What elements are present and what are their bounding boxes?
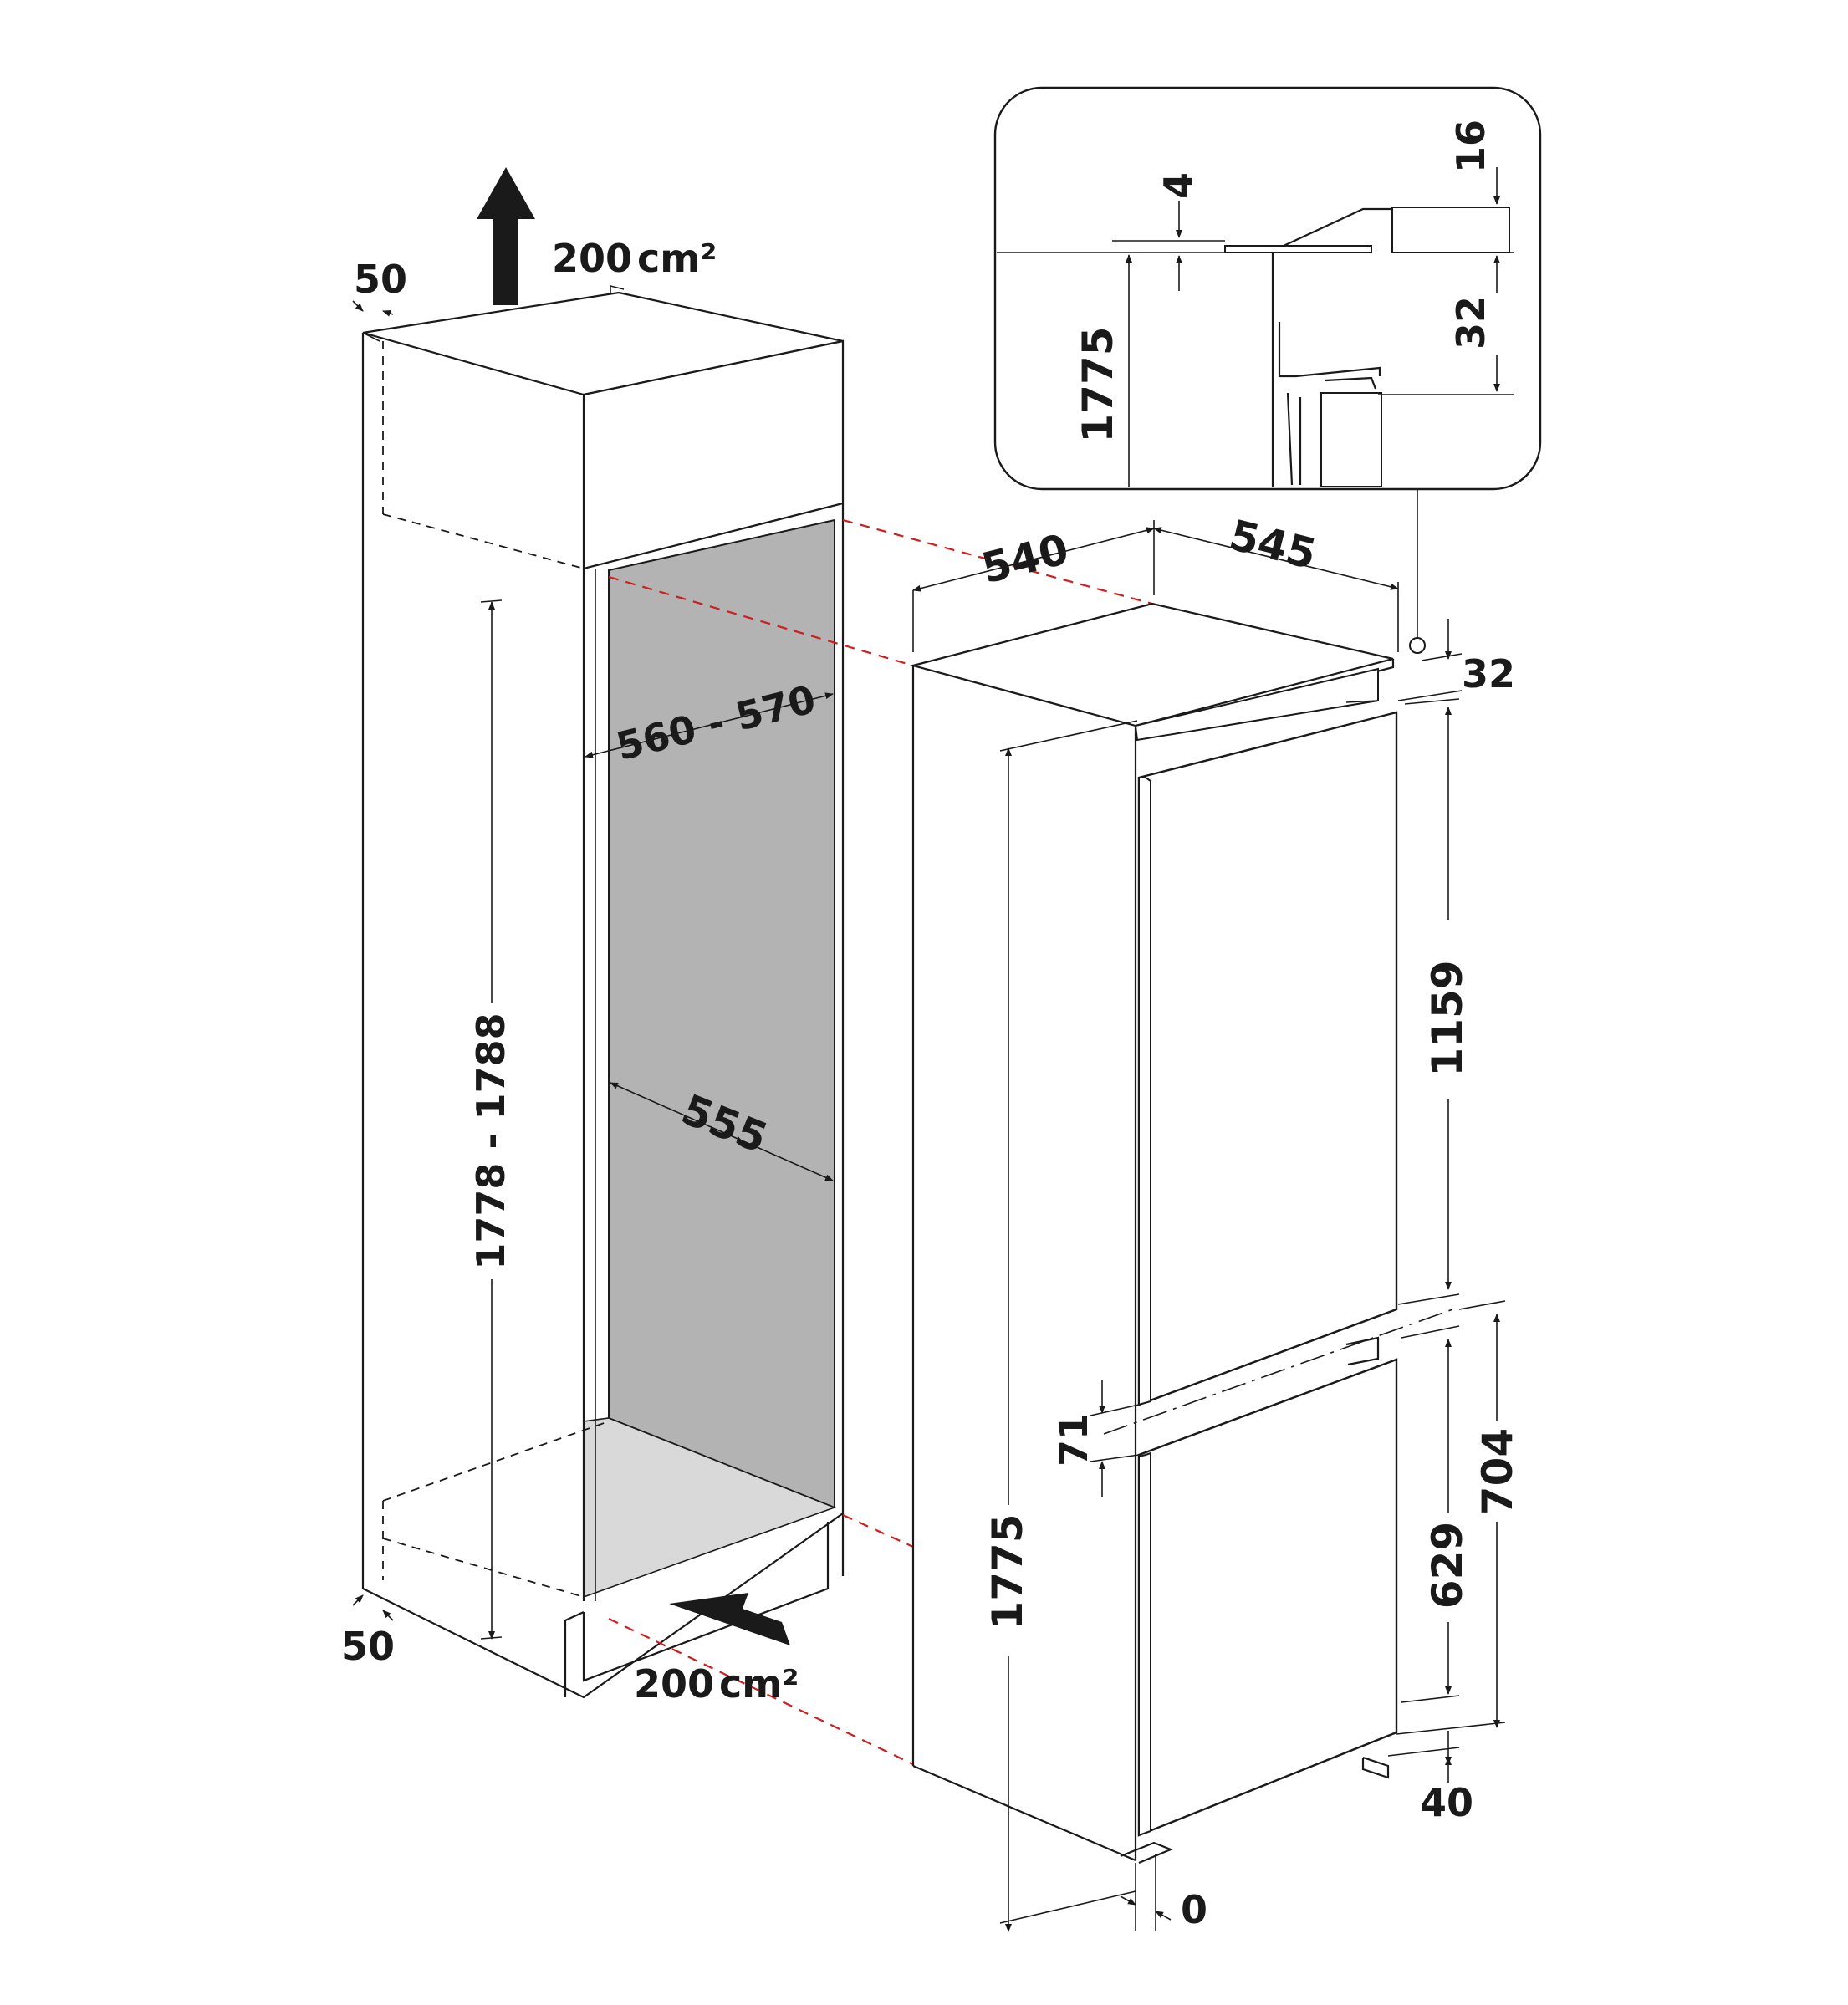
appliance	[909, 602, 1456, 1865]
detail-gap-vertical-label: 32	[1448, 296, 1493, 349]
cabinet-niche	[361, 167, 845, 1699]
top-ventilation-unit: cm²	[637, 236, 717, 281]
bottom-ventilation-value: 200	[634, 1661, 714, 1707]
appliance-width-label: 540	[977, 525, 1073, 594]
niche-height-label: 1778 - 1788	[468, 1013, 513, 1269]
top-ventilation-value: 200	[552, 236, 632, 281]
niche-back-wall	[608, 518, 835, 1509]
niche-top-offset-label: 50	[354, 257, 407, 302]
floor-gap-label: 0	[1181, 1887, 1207, 1932]
detail-frame	[993, 86, 1542, 491]
bottom-ventilation-unit: cm²	[719, 1661, 799, 1707]
lower-section-height-label: 704	[1473, 1428, 1522, 1515]
detail-callout: 1775 4 16 32	[993, 86, 1542, 654]
door-gap-label: 71	[1051, 1413, 1096, 1467]
appliance-top-gap-label: 32	[1462, 651, 1515, 696]
appliance-dimensions: 540 545 32 1775 1159 71 629 704	[912, 511, 1523, 1932]
arrow-diagonal-icon	[669, 1593, 790, 1645]
lower-door-height-label: 629	[1423, 1522, 1472, 1609]
upper-door-height-label: 1159	[1423, 960, 1472, 1076]
detail-gap-small-label: 4	[1156, 172, 1201, 199]
arrow-up-icon	[477, 167, 535, 305]
detail-gap-top-label: 16	[1448, 120, 1493, 173]
plinth-height-label: 40	[1420, 1780, 1473, 1825]
appliance-height-label: 1775	[983, 1513, 1032, 1630]
detail-height-label: 1775	[1074, 326, 1122, 442]
lower-door	[1137, 1358, 1398, 1837]
niche-bottom-offset-label: 50	[341, 1624, 395, 1669]
appliance-depth-label: 545	[1224, 511, 1320, 579]
upper-door	[1137, 711, 1398, 1406]
